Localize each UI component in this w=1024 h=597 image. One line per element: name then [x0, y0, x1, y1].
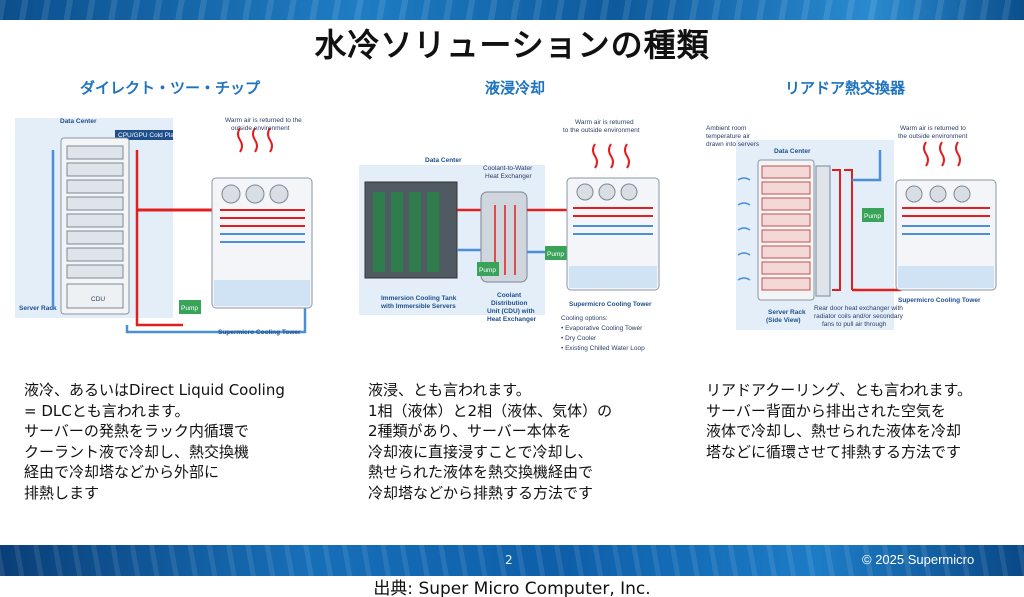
section-title-direct-to-chip: ダイレクト・ツー・チップ — [79, 79, 260, 97]
d2-options-title: Cooling options: — [561, 315, 608, 322]
d2-cdu-line4: Heat Exchanger — [487, 316, 537, 323]
desc2-line: 冷却塔などから排熱する方法です — [368, 483, 594, 502]
d2-option-3: • Existing Chilled Water Loop — [561, 345, 645, 352]
desc2-line: 熱せられた液体を熱交換機経由で — [368, 463, 594, 481]
d3-ambient-line2: temperature air — [706, 133, 751, 140]
d2-warm-air-line1: Warm air is returned — [575, 119, 634, 126]
d2-heat-exchanger-line1: Coolant-to-Water — [483, 165, 533, 172]
d2-data-center-label: Data Center — [425, 157, 462, 164]
d2-warm-air-line2: to the outside environment — [563, 127, 640, 134]
desc1-line: 排熱します — [24, 483, 100, 502]
d1-warm-air-line2: outside environment — [231, 125, 290, 132]
copyright: © 2025 Supermicro — [862, 552, 975, 567]
desc2-line: 2種類があり、サーバー本体を — [368, 422, 572, 440]
d2-cdu-line2: Distribution — [491, 300, 527, 307]
d2-immersed-servers — [373, 192, 439, 272]
immersion-diagram: Data Center Coolant-to-Water Heat Exchan… — [359, 119, 660, 352]
desc1-line: クーラント液で冷却し、熱交換機 — [24, 442, 250, 461]
direct-to-chip-diagram: Data Center CPU/GPU Cold Plate CDU Serve… — [15, 117, 313, 336]
desc1-line: = DLCとも言われます。 — [24, 401, 190, 420]
d3-ambient-line3: drawn into servers — [706, 141, 760, 148]
description-rear-door: リアドアクーリング、とも言われます。 サーバー背面から排出された空気を 液体で冷… — [706, 380, 972, 462]
d2-cdu-line1: Coolant — [497, 292, 522, 299]
slide-title: 水冷ソリューションの種類 — [314, 26, 710, 64]
description-direct-to-chip: 液冷、あるいはDirect Liquid Cooling = DLCとも言われま… — [24, 380, 285, 503]
d1-pump-label: Pump — [181, 305, 198, 312]
d2-option-2: • Dry Cooler — [561, 335, 597, 342]
d3-server-rack-line1: Server Rack — [768, 309, 806, 316]
d1-warm-air-line1: Warm air is returned to the — [225, 117, 302, 124]
d3-rear-door-line3: fans to pull air through — [822, 321, 887, 328]
d1-cooling-tower-label: Supermicro Cooling Tower — [218, 329, 301, 336]
footer-banner — [0, 545, 1024, 576]
section-title-rear-door: リアドア熱交換器 — [784, 79, 905, 97]
description-immersion: 液浸、とも言われます。 1相（液体）と2相（液体、気体）の 2種類があり、サーバ… — [368, 380, 612, 503]
d3-data-center-label: Data Center — [774, 148, 811, 155]
desc3-line: 塔などに循環させて排熱する方法です — [706, 442, 962, 461]
desc2-line: 1相（液体）と2相（液体、気体）の — [368, 401, 613, 420]
d3-cooling-tower-label: Supermicro Cooling Tower — [898, 297, 981, 304]
desc3-line: サーバー背面から排出された空気を — [706, 401, 946, 420]
rear-door-diagram: Ambient room temperature air drawn into … — [706, 125, 997, 330]
d2-pump-label: Pump — [479, 267, 496, 274]
d1-server-rack-label: Server Rack — [19, 305, 57, 312]
source-credit: 出典: Super Micro Computer, Inc. — [373, 579, 651, 597]
d1-rack-servers — [66, 145, 124, 279]
d2-cooling-tower-label: Supermicro Cooling Tower — [569, 301, 652, 308]
d3-server-rack-line2: (Side View) — [766, 317, 801, 324]
desc3-line: リアドアクーリング、とも言われます。 — [706, 381, 972, 399]
d1-cdu-label: CDU — [91, 296, 105, 303]
desc1-line: 経由で冷却塔などから外部に — [24, 463, 220, 481]
desc2-line: 冷却液に直接浸すことで冷却し、 — [368, 442, 593, 461]
d2-cdu-line3: Unit (CDU) with — [487, 308, 535, 315]
d3-pump-label: Pump — [864, 213, 881, 220]
d2-pump2-label: Pump — [547, 251, 564, 258]
top-banner — [0, 0, 1024, 20]
d3-warm-air-line1: Warm air is returned to — [900, 125, 966, 132]
desc2-line: 液浸、とも言われます。 — [368, 381, 531, 399]
d3-ambient-line1: Ambient room — [706, 125, 746, 132]
d2-tank-line1: Immersion Cooling Tank — [381, 295, 457, 302]
d1-cold-plate-label: CPU/GPU Cold Plate — [118, 132, 180, 139]
d2-tank-line2: with Immersible Servers — [380, 303, 456, 310]
desc3-line: 液体で冷却し、熱せられた液体を冷却 — [706, 422, 962, 440]
d1-data-center-label: Data Center — [60, 118, 97, 125]
d3-warm-air-line2: the outside environment — [898, 133, 968, 140]
page-number: 2 — [505, 553, 513, 567]
d2-option-1: • Evaporative Cooling Tower — [561, 325, 643, 332]
section-title-immersion: 液浸冷却 — [484, 79, 545, 97]
d3-rack-servers — [761, 165, 811, 291]
d3-rear-door-line2: radiator coils and/or secondary — [814, 313, 904, 320]
d3-rear-door-line1: Rear door heat exchanger with — [814, 305, 903, 312]
desc1-line: サーバーの発熱をラック内循環で — [24, 422, 249, 440]
d2-heat-exchanger-line2: Heat Exchanger — [485, 173, 532, 180]
desc1-line: 液冷、あるいはDirect Liquid Cooling — [24, 381, 285, 399]
